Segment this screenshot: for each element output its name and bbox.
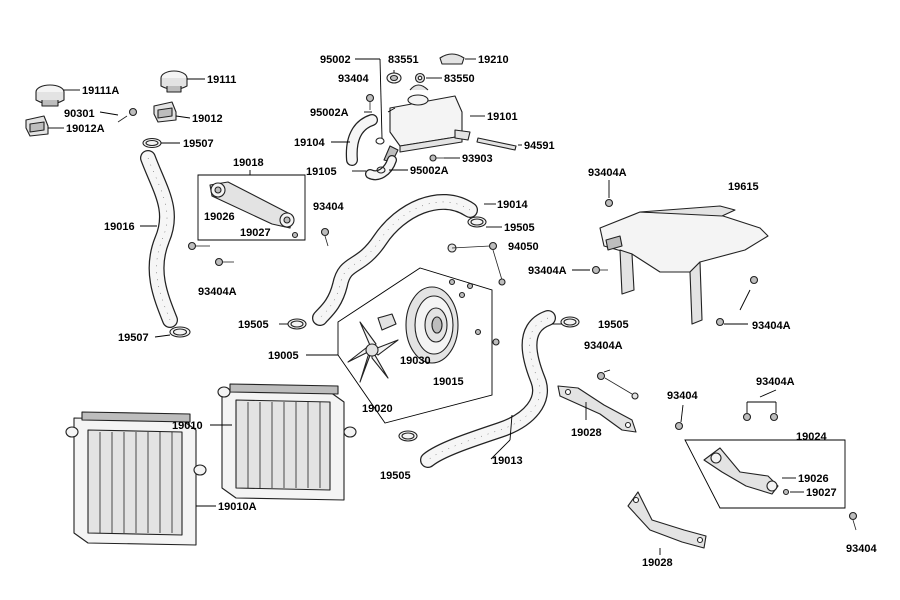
- seal-83551: [386, 72, 402, 84]
- hose-clamp-19507-bottom: [169, 326, 191, 338]
- label-93903: 93903: [462, 153, 493, 165]
- hose-19014: [312, 193, 478, 326]
- hose-clamp-19505-right-top: [467, 216, 487, 228]
- bracket-19028-top: [557, 385, 637, 433]
- clip-95002a-top: [375, 137, 385, 145]
- label-19210: 19210: [478, 54, 509, 66]
- label-19012a: 19012A: [66, 123, 105, 135]
- label-19016: 19016: [104, 221, 135, 233]
- label-94050: 94050: [508, 241, 539, 253]
- leader-lines: [48, 58, 804, 555]
- bolt-93404-right: [674, 421, 684, 431]
- screw-90301: [117, 107, 138, 123]
- label-19104: 19104: [294, 137, 325, 149]
- label-93404a-cover-right: 93404A: [752, 320, 791, 332]
- bolt-93404a-cover-left: [591, 265, 608, 275]
- label-19105: 19105: [306, 166, 337, 178]
- bracket-group-19018: [197, 174, 306, 241]
- label-19024: 19024: [796, 431, 827, 443]
- label-19101: 19101: [487, 111, 518, 123]
- label-19013: 19013: [492, 455, 523, 467]
- label-19014: 19014: [497, 199, 528, 211]
- label-83550: 83550: [444, 73, 475, 85]
- connector-19030: [377, 313, 397, 331]
- label-19028-top: 19028: [571, 427, 602, 439]
- label-93404a-cover-top: 93404A: [588, 167, 627, 179]
- fan-blade-19020: [347, 321, 399, 383]
- label-93404-mid: 93404: [313, 201, 344, 213]
- label-19030: 19030: [400, 355, 431, 367]
- hose-clamp-19505-left: [287, 318, 307, 330]
- label-19010: 19010: [172, 420, 203, 432]
- cover-19615: [599, 205, 769, 325]
- label-93404a-cover-left: 93404A: [528, 265, 567, 277]
- label-19027-right: 19027: [806, 487, 837, 499]
- radiator-19010: [217, 383, 357, 501]
- cap-19210: [439, 53, 465, 65]
- label-19005: 19005: [268, 350, 299, 362]
- bolt-93404a-cover-right: [715, 275, 759, 327]
- fan-motor-19015: [405, 286, 459, 364]
- bolt-93404-tank: [365, 93, 375, 110]
- hose-19104: [345, 114, 378, 166]
- bolt-93404a-right: [742, 412, 779, 422]
- label-19026-right: 19026: [798, 473, 829, 485]
- label-19505-bottom: 19505: [380, 470, 411, 482]
- label-94591: 94591: [524, 140, 555, 152]
- label-95002: 95002: [320, 54, 351, 66]
- label-95002a-bottom: 95002A: [410, 165, 449, 177]
- coolant-reservoir-19101: [383, 84, 471, 163]
- label-19111a: 19111A: [82, 85, 119, 97]
- bolt-93404a-cover-top: [604, 198, 614, 208]
- label-93404-tank: 93404: [338, 73, 369, 85]
- bolt-93404a-left: [187, 241, 234, 267]
- hose-clamp-19507-top: [142, 137, 162, 149]
- label-19505-right-mid: 19505: [598, 319, 629, 331]
- label-93404-right: 93404: [667, 390, 698, 402]
- label-93404-bottom-right: 93404: [846, 543, 877, 555]
- bolt-93404a-bracket: [596, 371, 639, 400]
- bracket-group-19024: [684, 439, 846, 509]
- bracket-19028-bottom: [627, 491, 707, 549]
- cap-neck-clip-19012: [153, 101, 177, 123]
- radiator-cap-19111a: [35, 84, 65, 107]
- label-19010a: 19010A: [218, 501, 257, 513]
- hose-clamp-19505-right-mid: [560, 316, 580, 328]
- fan-assembly-group-19005: [337, 267, 493, 424]
- label-19615: 19615: [728, 181, 759, 193]
- label-93404a-left: 93404A: [198, 286, 237, 298]
- hose-19013: [420, 310, 556, 468]
- label-95002a-top: 95002A: [310, 107, 349, 119]
- label-19018: 19018: [233, 157, 264, 169]
- label-19505-right-top: 19505: [504, 222, 535, 234]
- bolt-93404-mid: [320, 227, 330, 247]
- label-93404a-bracket: 93404A: [584, 340, 623, 352]
- label-19028-bottom: 19028: [642, 557, 673, 569]
- label-19507-top: 19507: [183, 138, 214, 150]
- label-19026-left: 19026: [204, 211, 235, 223]
- label-19507-bottom: 19507: [118, 332, 149, 344]
- strap-94591: [476, 137, 517, 151]
- label-19015: 19015: [433, 376, 464, 388]
- label-90301: 90301: [64, 108, 95, 120]
- hose-clamp-19505-bottom: [398, 430, 418, 442]
- part-labels: 19111A 19111 90301 19012 19012A 19507 95…: [64, 54, 877, 569]
- hose-19016: [140, 150, 178, 328]
- label-19505-left: 19505: [238, 319, 269, 331]
- label-83551: 83551: [388, 54, 419, 66]
- label-93404a-right: 93404A: [756, 376, 795, 388]
- radiator-cap-19111: [160, 70, 188, 93]
- screw-93903: [429, 154, 444, 162]
- label-19027-left: 19027: [240, 227, 271, 239]
- nut-83550: [414, 72, 426, 84]
- bolt-93404-bottom-right: [848, 511, 858, 531]
- label-19012: 19012: [192, 113, 223, 125]
- radiator-19010a: [65, 411, 207, 546]
- label-19020: 19020: [362, 403, 393, 415]
- label-19111: 19111: [207, 74, 236, 86]
- bolt-94050: [447, 241, 506, 346]
- clip-95002a-bottom: [376, 166, 386, 174]
- cap-neck-clip-19012a: [25, 115, 49, 137]
